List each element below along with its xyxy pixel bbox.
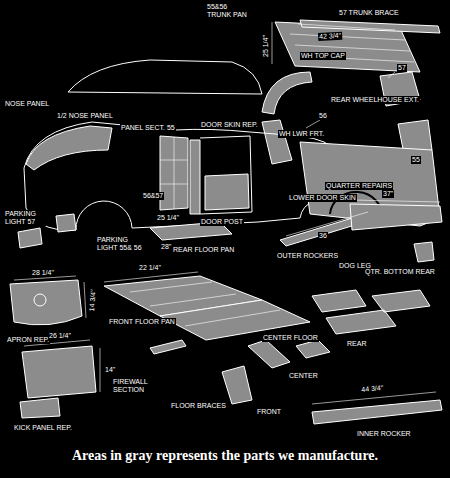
part-label: REAR FLOOR PAN: [172, 246, 235, 254]
part-label: DOOR POST: [200, 218, 244, 226]
floor-brace-center: [248, 340, 290, 368]
part-label: 37": [382, 190, 394, 198]
hardtop: [68, 60, 262, 94]
part-label: 44 3/4": [360, 384, 385, 394]
part-label: NOSE PANEL: [4, 100, 50, 108]
part-label: REAR: [346, 340, 367, 348]
dimension-line: [24, 340, 100, 392]
parking-light-57: [18, 228, 42, 248]
part-label: 25 1/4": [156, 214, 180, 222]
floor-brace: [222, 366, 252, 404]
nose-panel: [26, 126, 112, 170]
door-skin: [205, 174, 249, 210]
part-label: 56&57: [142, 192, 164, 200]
part-label: INNER ROCKER: [356, 430, 412, 438]
part-label: KICK PANEL REP.: [13, 424, 73, 432]
part-label: 36: [318, 232, 328, 240]
apron: [10, 280, 82, 325]
part-label: REAR WHEELHOUSE EXT.: [330, 96, 420, 104]
part-label: PARKING LIGHT 57: [4, 210, 46, 226]
part-label: WH LWR FRT.: [278, 130, 325, 138]
part-label: 28 1/4": [31, 269, 55, 277]
part-label: 42 3/4": [318, 32, 342, 41]
rear-floor-sections: [312, 290, 430, 334]
floor-brace-rear: [296, 340, 330, 358]
dimension-line: [286, 200, 440, 236]
door-outline: [200, 136, 252, 214]
qtr-bottom-rear: [350, 204, 442, 230]
part-label: LOWER DOOR SKIN: [288, 194, 357, 202]
part-label: 26 1/4": [48, 332, 72, 340]
part-label: APRON REP.: [6, 336, 50, 344]
apron-hole: [34, 294, 46, 306]
part-label: 55: [411, 156, 421, 164]
caption: Areas in gray represents the parts we ma…: [0, 448, 450, 464]
part-label: WH TOP CAP: [300, 52, 346, 60]
part-label: 1/2 NOSE PANEL: [56, 112, 114, 120]
dimension-line: [14, 272, 198, 318]
dimension-line: [312, 392, 436, 404]
car-body: [24, 122, 336, 230]
inner-rocker: [312, 400, 442, 424]
wheelhouse-top-cap: [262, 72, 312, 114]
part-label: QUARTER REPAIRS: [325, 182, 393, 190]
part-label: CENTER FLOOR: [262, 334, 319, 342]
part-label: QTR. BOTTOM REAR: [364, 268, 436, 276]
part-label: 57: [397, 64, 407, 72]
part-label: 14": [104, 366, 116, 374]
part-label: FRONT: [256, 408, 282, 416]
part-label: 56: [318, 112, 328, 120]
firewall-section: [22, 346, 96, 398]
kick-panel: [20, 398, 60, 418]
door-post: [190, 140, 200, 214]
part-label: OUTER ROCKERS: [276, 252, 339, 260]
part-label: 55&56 TRUNK PAN: [206, 3, 252, 19]
part-label: 25 1/4": [262, 34, 270, 58]
part-label: 22 1/4": [138, 264, 162, 272]
part-label: PANEL SECT. 55: [120, 124, 176, 132]
dimension-line: [272, 22, 395, 64]
part-label: 28": [160, 243, 172, 251]
part-label: 14 3/4": [88, 288, 98, 312]
part-label: FIREWALL SECTION: [112, 378, 162, 394]
part-label: CENTER: [288, 372, 319, 380]
trunk-pan-ribs: [290, 34, 414, 62]
part-label: 57 TRUNK BRACE: [338, 9, 400, 17]
parking-light-55-56: [56, 214, 76, 232]
dog-leg: [414, 242, 434, 262]
part-label: FLOOR BRACES: [170, 402, 227, 410]
part-label: DOOR SKIN REP.: [200, 121, 259, 129]
part-label: FRONT FLOOR PAN: [108, 318, 176, 326]
part-label: PARKING LIGHT 55& 56: [96, 236, 144, 252]
floor-brace-front: [150, 340, 186, 354]
wheelhouse-lower-front: [262, 120, 292, 164]
trunk-brace: [300, 20, 440, 33]
